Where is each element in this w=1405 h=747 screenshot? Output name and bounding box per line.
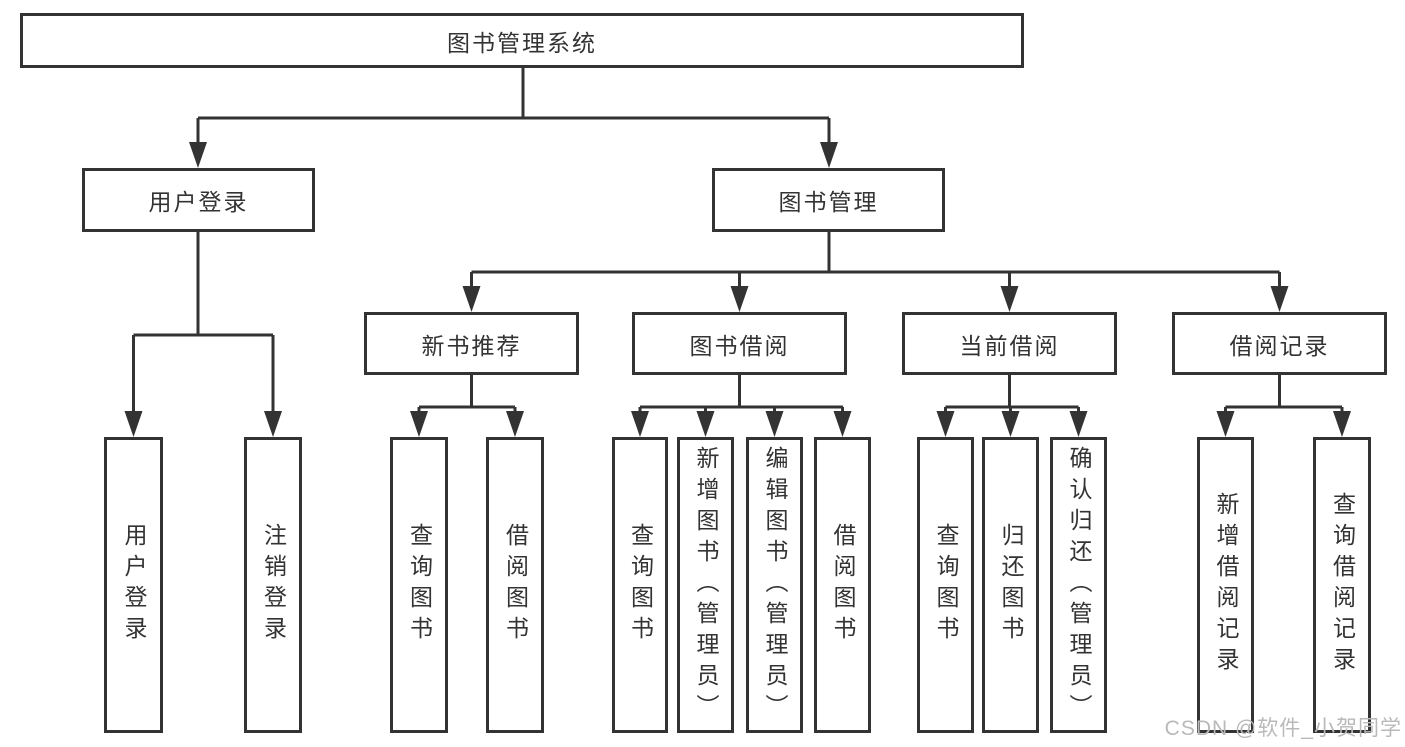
- node-leaf-query-books-1: 查询图书: [390, 437, 448, 733]
- node-library-system: 图书管理系统: [20, 13, 1024, 68]
- node-leaf-return-books-label: 归还图书: [998, 523, 1024, 647]
- node-leaf-query-books-3: 查询图书: [917, 437, 974, 733]
- node-leaf-borrow-books-1: 借阅图书: [486, 437, 544, 733]
- node-leaf-user-login: 用户登录: [104, 437, 163, 733]
- node-borrowing-records-label: 借阅记录: [1229, 332, 1330, 359]
- node-leaf-logout: 注销登录: [244, 437, 302, 733]
- node-leaf-add-books-admin-label: 新增图书（管理员）: [693, 445, 719, 725]
- node-leaf-add-borrow-record: 新增借阅记录: [1197, 437, 1254, 733]
- node-leaf-query-borrow-record: 查询借阅记录: [1313, 437, 1371, 733]
- node-book-borrowing: 图书借阅: [632, 312, 847, 375]
- node-leaf-borrow-books-2: 借阅图书: [814, 437, 871, 733]
- node-leaf-query-borrow-record-label: 查询借阅记录: [1329, 492, 1356, 678]
- node-leaf-return-books: 归还图书: [982, 437, 1039, 733]
- node-borrowing-records: 借阅记录: [1172, 312, 1387, 375]
- node-user-login: 用户登录: [82, 168, 315, 232]
- node-leaf-logout-label: 注销登录: [260, 523, 287, 647]
- node-user-login-label: 用户登录: [148, 189, 249, 215]
- watermark: CSDN @软件_小贺同学: [1164, 717, 1402, 740]
- node-leaf-query-books-2-label: 查询图书: [627, 523, 654, 647]
- node-leaf-query-books-2: 查询图书: [612, 437, 668, 733]
- node-current-borrowing: 当前借阅: [902, 312, 1117, 375]
- node-leaf-confirm-return-admin: 确认归还（管理员）: [1050, 437, 1107, 733]
- node-leaf-add-borrow-record-label: 新增借阅记录: [1213, 492, 1239, 678]
- node-leaf-edit-books-admin-label: 编辑图书（管理员）: [762, 445, 788, 725]
- arrowheads: [124, 142, 1351, 437]
- tree-edges: [132, 68, 1344, 413]
- node-leaf-query-books-3-label: 查询图书: [933, 523, 959, 647]
- node-leaf-borrow-books-1-label: 借阅图书: [502, 523, 529, 647]
- node-book-borrowing-label: 图书借阅: [689, 332, 790, 359]
- node-book-management-label: 图书管理: [778, 189, 879, 215]
- node-new-book-recommend: 新书推荐: [364, 312, 579, 375]
- node-leaf-confirm-return-admin-label: 确认归还（管理员）: [1066, 445, 1092, 725]
- node-leaf-edit-books-admin: 编辑图书（管理员）: [746, 437, 803, 733]
- node-leaf-query-books-1-label: 查询图书: [406, 523, 433, 647]
- node-current-borrowing-label: 当前借阅: [959, 332, 1060, 359]
- node-leaf-borrow-books-2-label: 借阅图书: [830, 523, 856, 647]
- node-book-management: 图书管理: [712, 168, 945, 232]
- node-library-system-label: 图书管理系统: [447, 29, 597, 56]
- node-leaf-user-login-label: 用户登录: [121, 523, 147, 647]
- node-leaf-add-books-admin: 新增图书（管理员）: [677, 437, 734, 733]
- node-new-book-recommend-label: 新书推荐: [421, 332, 522, 359]
